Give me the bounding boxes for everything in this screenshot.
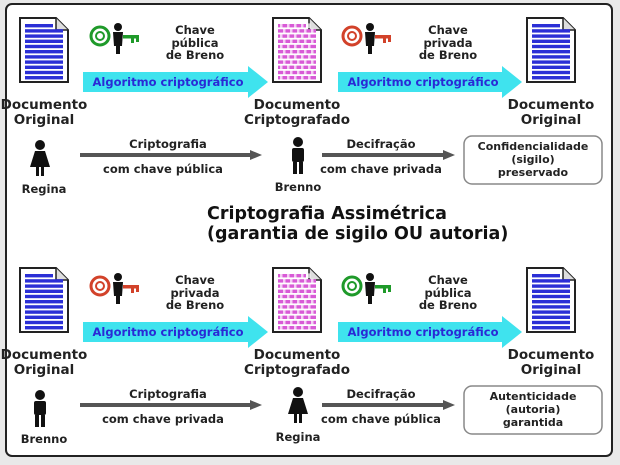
public-key-icon: [341, 273, 391, 304]
algorithm2-label: Algoritmo criptográfico: [347, 75, 499, 89]
woman-icon: [30, 140, 50, 176]
person1-name: Regina: [21, 182, 67, 196]
result-label-line: (autoria): [505, 403, 561, 416]
process1-bottom-label: com chave pública: [103, 162, 223, 176]
key2-label-line: privada: [423, 35, 473, 50]
public-key-icon: [89, 23, 139, 54]
document-middle-label-line: Criptografado: [244, 112, 350, 128]
result-box: [463, 385, 603, 435]
diagram-title-line: Criptografia Assimétrica: [207, 204, 447, 224]
algorithm-arrow: [83, 66, 268, 98]
process-arrow: [322, 400, 455, 410]
key1-label-line: Chave: [175, 273, 215, 287]
key2-label-line: Chave: [428, 273, 468, 287]
key2-label-line: de Breno: [418, 298, 478, 312]
key1-label-line: Chave: [175, 23, 215, 37]
document-right-label-line: Original: [520, 362, 582, 378]
process-arrow: [322, 150, 455, 160]
person2-name: Regina: [275, 430, 321, 444]
document-encrypted-icon: [272, 267, 322, 333]
result-label-line: (sigilo): [511, 153, 555, 166]
man-icon: [34, 390, 46, 427]
document-original-icon: [526, 17, 576, 83]
diagram-title: Criptografia Assimétrica(garantia de sig…: [207, 204, 509, 244]
algorithm1-label: Algoritmo criptográfico: [92, 325, 244, 339]
document-right-label-line: Documento: [507, 347, 595, 363]
result-label-line: Autenticidade: [489, 390, 577, 403]
process1-bottom-label: com chave privada: [102, 412, 224, 426]
document-right-label-line: Documento: [507, 97, 595, 113]
diagram-title-line: (garantia de sigilo OU autoria): [207, 224, 509, 244]
document-left-label-line: Documento: [0, 97, 88, 113]
private-key-icon: [341, 23, 391, 54]
algorithm-arrow: [83, 316, 268, 348]
document-original-icon: [19, 267, 69, 333]
document-original-icon: [526, 267, 576, 333]
result-box: [463, 135, 603, 185]
key2-label-line: Chave: [428, 23, 468, 37]
private-key-icon: [89, 273, 139, 304]
algorithm-arrow: [338, 66, 522, 98]
document-middle-label-line: Documento: [253, 347, 341, 363]
result-label-line: Confidencialidade: [477, 140, 589, 153]
diagram-frame: [5, 3, 613, 457]
key1-label-line: de Breno: [165, 48, 225, 62]
process2-bottom-label: com chave privada: [320, 162, 442, 176]
result-label: Autenticidade(autoria)garantida: [433, 390, 620, 429]
process1-top-label: Criptografia: [129, 387, 207, 401]
result-label: Confidencialidade(sigilo)preservado: [433, 140, 620, 179]
algorithm1-label: Algoritmo criptográfico: [92, 75, 244, 89]
process1-top-label: Criptografia: [129, 137, 207, 151]
algorithm-arrow: [338, 316, 522, 348]
key1-label-line: privada: [170, 285, 220, 300]
process-arrow: [80, 150, 262, 160]
algorithm2-label: Algoritmo criptográfico: [347, 325, 499, 339]
document-original-icon: [19, 17, 69, 83]
person2-name: Brenno: [274, 180, 322, 194]
key2-label-line: pública: [424, 285, 472, 300]
man-icon: [292, 137, 304, 174]
result-label-line: preservado: [497, 166, 569, 179]
document-left-label-line: Documento: [0, 347, 88, 363]
person1-name: Brenno: [20, 432, 68, 446]
document-encrypted-icon: [272, 17, 322, 83]
process2-bottom-label: com chave pública: [321, 412, 441, 426]
key1-label-line: de Breno: [165, 298, 225, 312]
document-left-label-line: Original: [13, 112, 75, 128]
key2-label-line: de Breno: [418, 48, 478, 62]
woman-icon: [288, 387, 308, 423]
process2-top-label: Decifração: [346, 137, 416, 151]
document-middle-label-line: Criptografado: [244, 362, 350, 378]
process2-top-label: Decifração: [346, 387, 416, 401]
process-arrow: [80, 400, 262, 410]
key1-label-line: pública: [171, 35, 219, 50]
document-left-label-line: Original: [13, 362, 75, 378]
result-label-line: garantida: [502, 416, 564, 429]
document-middle-label-line: Documento: [253, 97, 341, 113]
document-right-label-line: Original: [520, 112, 582, 128]
